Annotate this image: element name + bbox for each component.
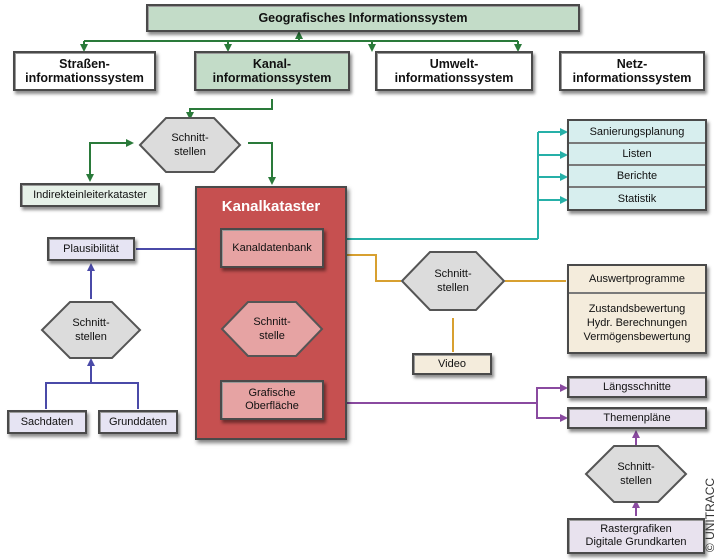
- report-berichte[interactable]: Berichte: [569, 166, 705, 188]
- diamond-label-line2: stelle: [259, 330, 285, 342]
- interface-diamond-inner[interactable]: Schnitt- stelle: [220, 300, 324, 358]
- raster-box[interactable]: Rastergrafiken Digitale Grundkarten: [567, 518, 705, 554]
- diamond-shape: [220, 301, 324, 357]
- kanaldatenbank-box[interactable]: Kanaldatenbank: [220, 228, 324, 268]
- diamond-label-line1: Schnitt-: [171, 132, 209, 144]
- gui-label-line1: Grafische: [248, 387, 296, 399]
- diamond-shape: [40, 301, 142, 359]
- plausibilitaet-label: Plausibilität: [63, 242, 119, 255]
- connector-db-to-reports: [326, 132, 539, 239]
- geo-info-system-label: Geografisches Informationssystem: [258, 11, 468, 25]
- raster-label-line1: Rastergrafiken: [600, 523, 672, 535]
- analysis-item: Vermögensbewertung: [583, 331, 691, 343]
- copyright-label: © UNITRACC: [703, 477, 717, 553]
- connector-interface-to-kanalkataster: [248, 142, 276, 185]
- laengsschnitte-label: Längsschnitte: [603, 380, 671, 393]
- purple-connectors: [326, 384, 640, 516]
- plausibilitaet-box[interactable]: Plausibilität: [47, 237, 135, 261]
- report-sanierungsplanung[interactable]: Sanierungsplanung: [569, 121, 705, 144]
- strassen-system-box[interactable]: Straßen- informationssystem: [13, 51, 156, 91]
- diamond-label-line2: stellen: [75, 331, 107, 343]
- diamond-label-line2: stellen: [620, 475, 652, 487]
- analysis-header-label: Auswertprogramme: [589, 273, 685, 285]
- report-listen[interactable]: Listen: [569, 144, 705, 166]
- connector-sources-bus: [45, 382, 139, 409]
- analysis-item: Hydr. Berechnungen: [586, 317, 688, 329]
- analysis-header[interactable]: Auswertprogramme: [569, 266, 705, 294]
- kanal-system-box[interactable]: Kanal- informationssystem: [194, 51, 350, 91]
- laengsschnitte-box[interactable]: Längsschnitte: [567, 376, 707, 398]
- interface-diamond-top[interactable]: Schnitt- stellen: [138, 116, 242, 174]
- system-label-line2: informationssystem: [572, 71, 692, 85]
- raster-label-line2: Digitale Grundkarten: [585, 536, 687, 548]
- sachdaten-label: Sachdaten: [20, 415, 74, 428]
- grunddaten-label: Grunddaten: [108, 415, 168, 428]
- reports-stack: Sanierungsplanung Listen Berichte Statis…: [567, 119, 707, 211]
- analysis-stack: Auswertprogramme Zustandsbewertung Hydr.…: [567, 264, 707, 354]
- connector-to-laengsschnitte: [536, 384, 568, 403]
- connector-interface-to-indirekt: [86, 142, 132, 182]
- interface-diamond-bottom[interactable]: Schnitt- stellen: [584, 444, 688, 504]
- sachdaten-box[interactable]: Sachdaten: [7, 410, 87, 434]
- connector-to-themenplaene: [536, 403, 568, 422]
- diamond-shape: [584, 445, 688, 503]
- diamond-label-line2: stellen: [174, 146, 206, 158]
- system-label-line2: informationssystem: [212, 71, 332, 85]
- system-label-line2: informationssystem: [394, 71, 514, 85]
- copyright-notice: © UNITRACC: [703, 470, 717, 560]
- diamond-label-line1: Schnitt-: [434, 268, 472, 280]
- video-box[interactable]: Video: [412, 353, 492, 375]
- diamond-label-line1: Schnitt-: [253, 316, 291, 328]
- report-label: Berichte: [616, 170, 658, 182]
- report-label: Sanierungsplanung: [589, 125, 685, 138]
- netz-system-box[interactable]: Netz- informationssystem: [559, 51, 705, 91]
- kanalkataster-title: Kanalkataster: [221, 198, 321, 215]
- system-label-line1: Umwelt-: [429, 57, 479, 71]
- gui-label-line2: Oberfläche: [245, 400, 299, 412]
- diamond-label-line2: stellen: [437, 282, 469, 294]
- geo-info-system-box[interactable]: Geografisches Informationssystem: [146, 4, 580, 32]
- diamond-shape: [138, 117, 242, 173]
- grunddaten-box[interactable]: Grunddaten: [98, 410, 178, 434]
- diamond-label-line1: Schnitt-: [617, 461, 655, 473]
- green-connectors: [80, 31, 522, 185]
- report-label: Listen: [622, 148, 652, 160]
- interface-diamond-middle[interactable]: Schnitt- stellen: [400, 250, 506, 312]
- report-statistik[interactable]: Statistik: [569, 188, 705, 209]
- analysis-items[interactable]: Zustandsbewertung Hydr. Berechnungen Ver…: [569, 294, 705, 352]
- kanaldatenbank-label: Kanaldatenbank: [232, 241, 312, 254]
- indirekteinleiter-label: Indirekteinleiterkataster: [33, 188, 147, 201]
- grafische-oberflaeche-box[interactable]: Grafische Oberfläche: [220, 380, 324, 420]
- system-label-line1: Netz-: [616, 57, 648, 71]
- connector-interface-to-db: [324, 251, 401, 282]
- teal-connectors: [326, 128, 568, 239]
- system-label-line1: Kanal-: [252, 57, 292, 71]
- diamond-shape: [400, 251, 506, 311]
- analysis-item: Zustandsbewertung: [588, 303, 686, 315]
- report-label: Statistik: [617, 192, 657, 205]
- orange-connectors: [324, 251, 566, 352]
- indirekteinleiter-box[interactable]: Indirekteinleiterkataster: [20, 183, 160, 207]
- themenplaene-box[interactable]: Themenpläne: [567, 407, 707, 429]
- connector-kanal-to-interface: [186, 99, 273, 120]
- interface-diamond-left[interactable]: Schnitt- stellen: [40, 300, 142, 360]
- diamond-label-line1: Schnitt-: [72, 317, 110, 329]
- umwelt-system-box[interactable]: Umwelt- informationssystem: [375, 51, 533, 91]
- system-label-line1: Straßen-: [59, 57, 110, 71]
- video-label: Video: [438, 357, 466, 370]
- themenplaene-label: Themenpläne: [603, 411, 671, 424]
- system-label-line2: informationssystem: [25, 71, 144, 85]
